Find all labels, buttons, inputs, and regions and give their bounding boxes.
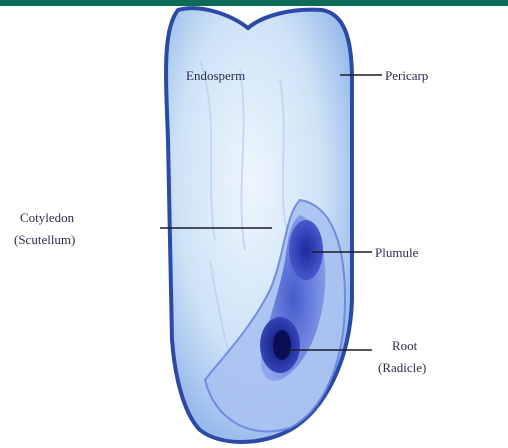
endosperm-label: Endosperm bbox=[186, 68, 245, 83]
cotyledon-label-line2: (Scutellum) bbox=[14, 232, 75, 247]
root-label-line2: (Radicle) bbox=[378, 360, 426, 375]
cotyledon-label-line1: Cotyledon bbox=[20, 210, 75, 225]
plumule-label: Plumule bbox=[375, 245, 419, 260]
plumule-shape bbox=[289, 220, 323, 280]
root-label-line1: Root bbox=[392, 338, 418, 353]
pericarp-label: Pericarp bbox=[385, 68, 428, 83]
radicle-core bbox=[273, 330, 291, 360]
